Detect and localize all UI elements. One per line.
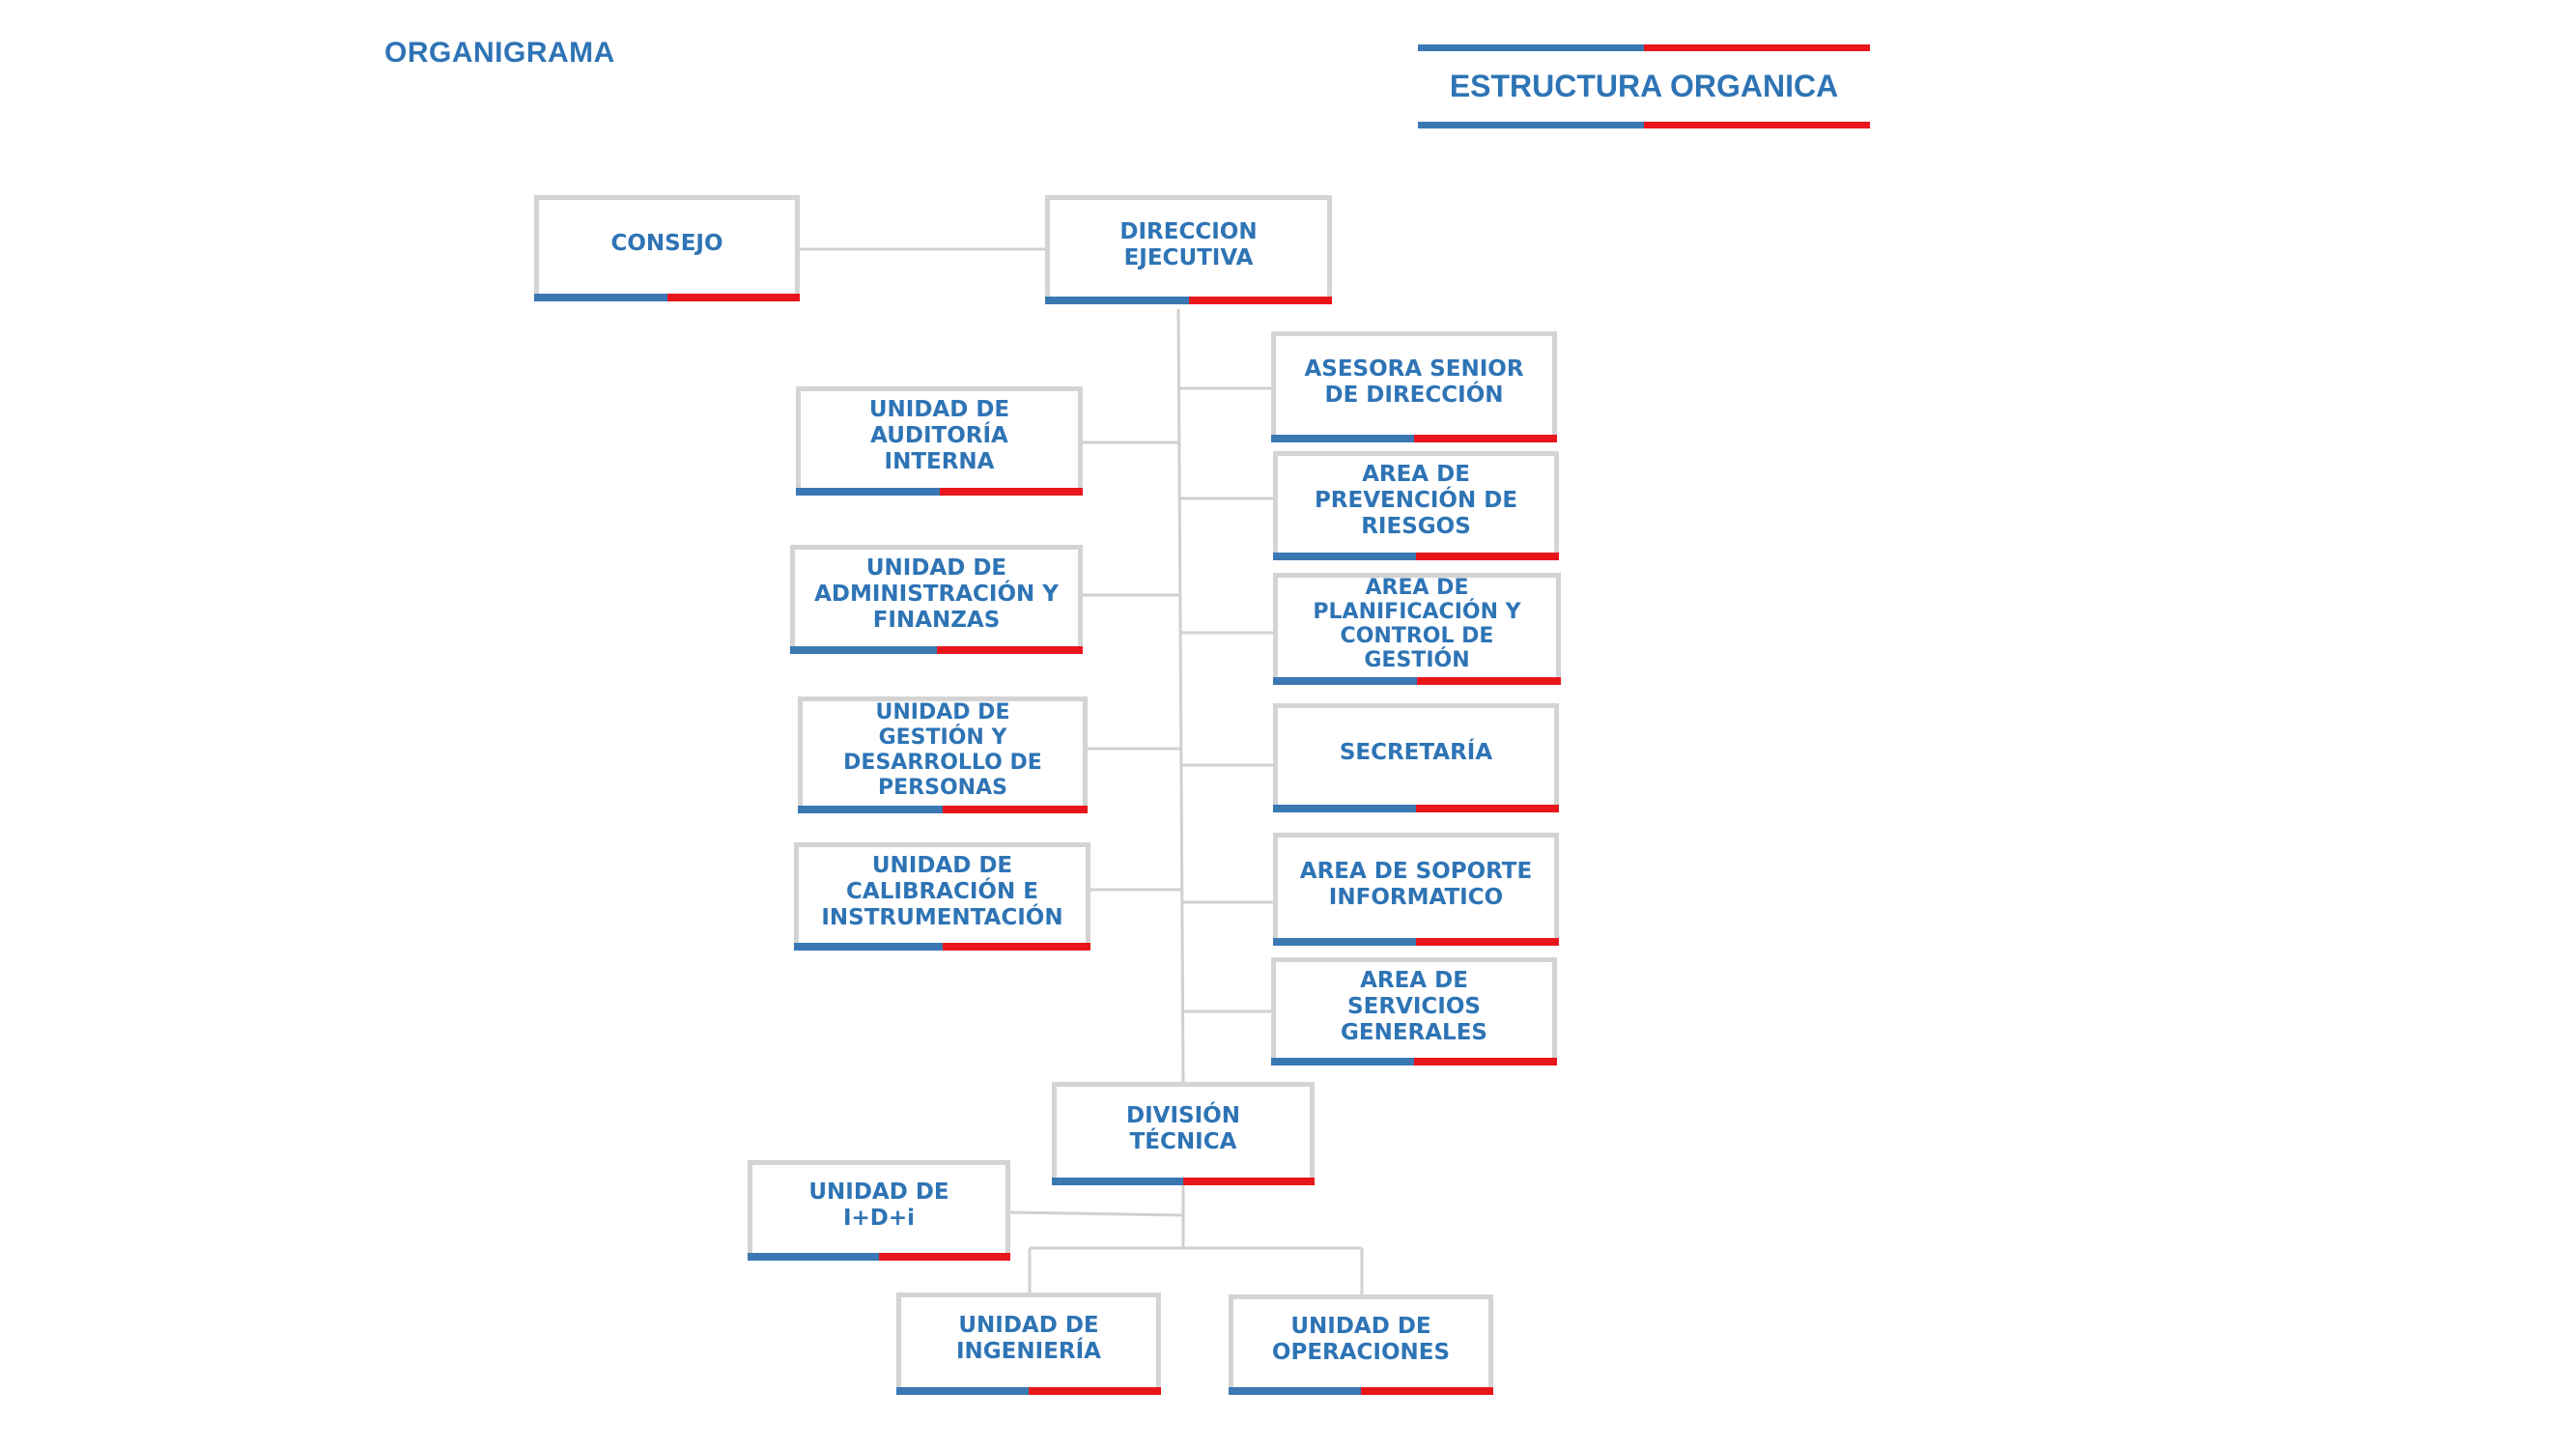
- box-secretaria: SECRETARÍA: [1273, 703, 1559, 812]
- box-operaciones: UNIDAD DE OPERACIONES: [1229, 1294, 1493, 1395]
- box-idi: UNIDAD DE I+D+i: [748, 1160, 1010, 1261]
- banner-bar-blue: [1418, 44, 1644, 51]
- box-label: AREA DE PREVENCIÓN DE RIESGOS: [1314, 462, 1518, 539]
- box-label: AREA DE SERVICIOS GENERALES: [1341, 967, 1487, 1045]
- box-administracion-finanzas: UNIDAD DE ADMINISTRACIÓN Y FINANZAS: [790, 545, 1083, 654]
- box-auditoria-interna: UNIDAD DE AUDITORÍA INTERNA: [796, 386, 1083, 496]
- box-accent-bar: [534, 294, 800, 301]
- box-accent-bar: [798, 806, 1088, 813]
- box-label: AREA DE SOPORTE INFORMATICO: [1299, 858, 1533, 910]
- connector-idi: [1008, 1210, 1184, 1217]
- box-accent-bar: [1271, 1058, 1557, 1065]
- box-ingenieria: UNIDAD DE INGENIERÍA: [896, 1293, 1161, 1395]
- banner-bar-red: [1644, 44, 1870, 51]
- banner-bottom-bar: [1418, 122, 1870, 128]
- box-label: UNIDAD DE AUDITORÍA INTERNA: [868, 397, 1010, 474]
- connector-main-trunk: [1176, 308, 1185, 1085]
- box-accent-bar: [1273, 805, 1559, 812]
- banner-top-bar: [1418, 44, 1870, 51]
- banner-bar-red: [1644, 122, 1870, 128]
- box-label: DIRECCION EJECUTIVA: [1119, 218, 1258, 270]
- box-servicios-generales: AREA DE SERVICIOS GENERALES: [1271, 957, 1557, 1065]
- box-accent-bar: [1052, 1178, 1315, 1185]
- box-planificacion-control: AREA DE PLANIFICACIÓN Y CONTROL DE GESTI…: [1273, 573, 1561, 685]
- page-heading: ORGANIGRAMA: [384, 37, 615, 69]
- box-accent-bar: [1273, 938, 1559, 946]
- box-consejo: CONSEJO: [534, 195, 800, 301]
- box-soporte-informatico: AREA DE SOPORTE INFORMATICO: [1273, 833, 1559, 946]
- box-accent-bar: [794, 943, 1090, 951]
- box-calibracion-instrumentacion: UNIDAD DE CALIBRACIÓN E INSTRUMENTACIÓN: [794, 842, 1090, 951]
- box-label: UNIDAD DE I+D+i: [808, 1179, 949, 1231]
- box-prevencion-riesgos: AREA DE PREVENCIÓN DE RIESGOS: [1273, 451, 1559, 560]
- box-label: ASESORA SENIOR DE DIRECCIÓN: [1304, 355, 1524, 408]
- box-accent-bar: [1273, 553, 1559, 560]
- box-gestion-personas: UNIDAD DE GESTIÓN Y DESARROLLO DE PERSON…: [798, 696, 1088, 813]
- box-accent-bar: [1273, 677, 1561, 685]
- box-accent-bar: [1045, 297, 1332, 304]
- box-accent-bar: [1229, 1387, 1493, 1395]
- box-accent-bar: [790, 646, 1083, 654]
- box-accent-bar: [796, 488, 1083, 496]
- structure-banner: ESTRUCTURA ORGANICA: [1418, 44, 1870, 131]
- banner-title: ESTRUCTURA ORGANICA: [1449, 69, 1839, 103]
- box-label: AREA DE PLANIFICACIÓN Y CONTROL DE GESTI…: [1313, 576, 1521, 672]
- banner-bar-blue: [1418, 122, 1644, 128]
- box-accent-bar: [896, 1387, 1161, 1395]
- box-label: UNIDAD DE OPERACIONES: [1271, 1314, 1451, 1365]
- box-asesora-senior: ASESORA SENIOR DE DIRECCIÓN: [1271, 331, 1557, 442]
- box-accent-bar: [1271, 435, 1557, 442]
- box-label: SECRETARÍA: [1339, 740, 1493, 765]
- box-direccion-ejecutiva: DIRECCION EJECUTIVA: [1045, 195, 1332, 304]
- box-label: UNIDAD DE INGENIERÍA: [956, 1313, 1101, 1364]
- box-label: UNIDAD DE ADMINISTRACIÓN Y FINANZAS: [814, 555, 1059, 633]
- box-label: DIVISIÓN TÉCNICA: [1126, 1102, 1240, 1154]
- box-label: UNIDAD DE GESTIÓN Y DESARROLLO DE PERSON…: [843, 699, 1042, 800]
- box-accent-bar: [748, 1253, 1010, 1261]
- box-division-tecnica: DIVISIÓN TÉCNICA: [1052, 1082, 1315, 1185]
- box-label: UNIDAD DE CALIBRACIÓN E INSTRUMENTACIÓN: [821, 852, 1063, 930]
- box-label: CONSEJO: [610, 230, 723, 256]
